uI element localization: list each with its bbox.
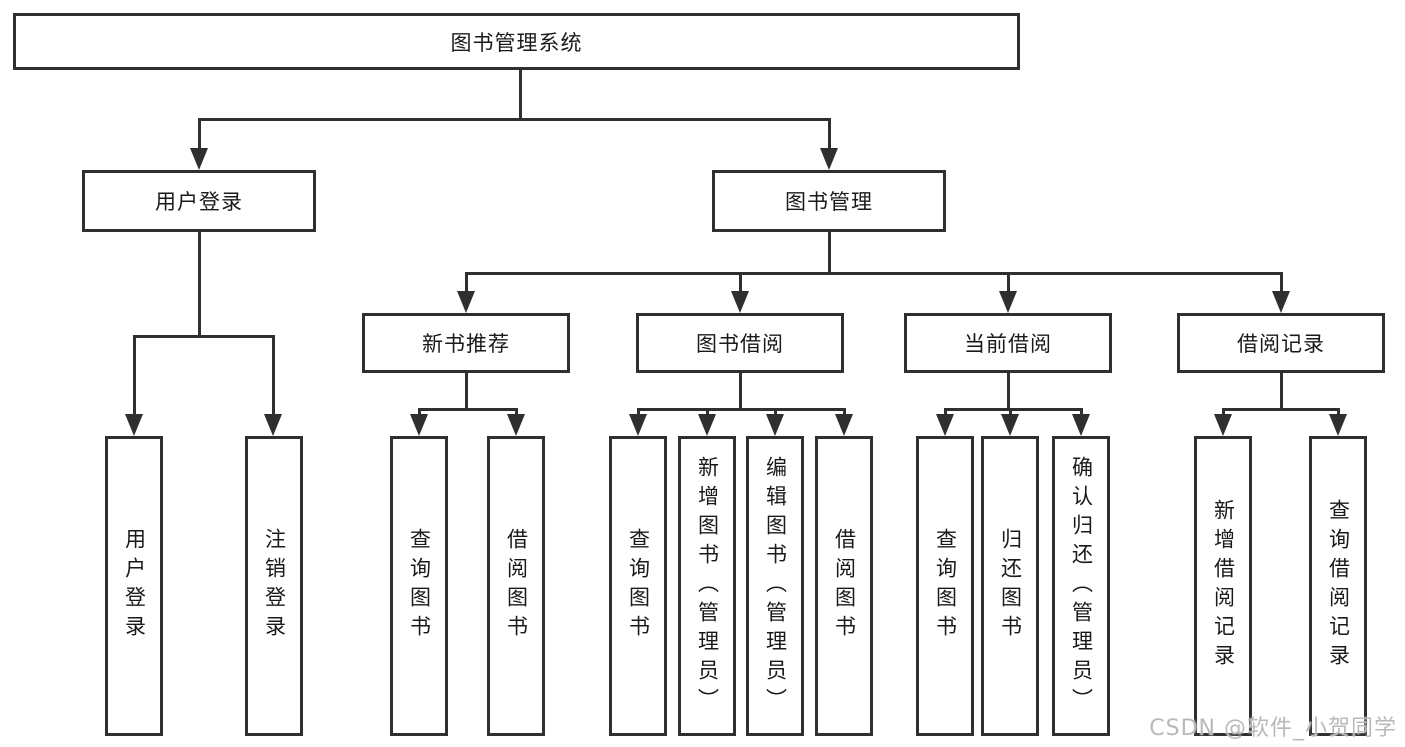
node-book-borrowing: 图书借阅 bbox=[636, 313, 844, 373]
leaf-add-book-admin: 新增图书（管理员） bbox=[678, 436, 736, 736]
leaf-edit-book-admin: 编辑图书（管理员） bbox=[746, 436, 804, 736]
connector-drop-leaf bbox=[1337, 408, 1340, 416]
connector-book-management-bus bbox=[465, 272, 1282, 275]
leaf-borrow-books-borrowing: 借阅图书 bbox=[815, 436, 873, 736]
node-user-login: 用户登录 bbox=[82, 170, 316, 232]
arrowhead-down bbox=[457, 291, 475, 313]
connector-drop-leaf bbox=[944, 408, 947, 416]
arrowhead-down bbox=[410, 414, 428, 436]
connector-book-borrowing-drop bbox=[739, 373, 742, 410]
arrowhead-down bbox=[1329, 414, 1347, 436]
arrowhead-down bbox=[1001, 414, 1019, 436]
connector-new-book-drop bbox=[465, 373, 468, 410]
leaf-confirm-return-admin: 确认归还（管理员） bbox=[1052, 436, 1110, 736]
arrowhead-down bbox=[999, 291, 1017, 313]
node-current-borrowing: 当前借阅 bbox=[904, 313, 1112, 373]
arrowhead-down bbox=[1272, 291, 1290, 313]
leaf-logout: 注销登录 bbox=[245, 436, 303, 736]
leaf-query-books-recommend: 查询图书 bbox=[390, 436, 448, 736]
leaf-add-borrow-record: 新增借阅记录 bbox=[1194, 436, 1252, 736]
connector-drop-current-borrowing bbox=[1007, 272, 1010, 294]
leaf-query-borrow-record: 查询借阅记录 bbox=[1309, 436, 1367, 736]
connector-drop-book-borrowing bbox=[739, 272, 742, 294]
connector-borrowing-records-bus bbox=[1222, 408, 1340, 411]
arrowhead-down bbox=[731, 291, 749, 313]
connector-drop-leaf bbox=[515, 408, 518, 416]
connector-new-book-bus bbox=[418, 408, 517, 411]
connector-drop-book-management bbox=[828, 118, 831, 150]
connector-drop-leaf bbox=[418, 408, 421, 416]
arrowhead-down bbox=[1072, 414, 1090, 436]
connector-drop-leaf bbox=[1009, 408, 1012, 416]
connector-root-bus bbox=[198, 118, 831, 121]
arrowhead-down bbox=[507, 414, 525, 436]
connector-drop-leaf bbox=[706, 408, 709, 416]
arrowhead-down bbox=[835, 414, 853, 436]
connector-book-management-drop bbox=[828, 232, 831, 274]
connector-book-borrowing-bus bbox=[637, 408, 845, 411]
leaf-borrow-books-recommend: 借阅图书 bbox=[487, 436, 545, 736]
connector-drop-leaf bbox=[133, 335, 136, 417]
connector-drop-leaf bbox=[843, 408, 846, 416]
connector-drop-leaf bbox=[272, 335, 275, 417]
arrowhead-down bbox=[820, 148, 838, 170]
connector-current-borrowing-drop bbox=[1007, 373, 1010, 410]
leaf-query-books-current: 查询图书 bbox=[916, 436, 974, 736]
leaf-return-books: 归还图书 bbox=[981, 436, 1039, 736]
arrowhead-down bbox=[264, 414, 282, 436]
csdn-watermark: CSDN @软件_小贺同学 bbox=[1149, 716, 1397, 741]
node-library-management-system: 图书管理系统 bbox=[13, 13, 1020, 70]
node-borrowing-records: 借阅记录 bbox=[1177, 313, 1385, 373]
arrowhead-down bbox=[936, 414, 954, 436]
connector-drop-leaf bbox=[774, 408, 777, 416]
node-book-management: 图书管理 bbox=[712, 170, 946, 232]
leaf-query-books-borrowing: 查询图书 bbox=[609, 436, 667, 736]
node-new-book-recommend: 新书推荐 bbox=[362, 313, 570, 373]
connector-drop-leaf bbox=[1080, 408, 1083, 416]
connector-drop-new-book bbox=[465, 272, 468, 294]
connector-drop-borrowing-records bbox=[1280, 272, 1283, 294]
connector-current-borrowing-bus bbox=[944, 408, 1082, 411]
arrowhead-down bbox=[125, 414, 143, 436]
connector-user-login-drop bbox=[198, 232, 201, 336]
connector-user-login-bus bbox=[133, 335, 275, 338]
arrowhead-down bbox=[766, 414, 784, 436]
connector-drop-user-login bbox=[198, 118, 201, 150]
leaf-user-login: 用户登录 bbox=[105, 436, 163, 736]
arrowhead-down bbox=[698, 414, 716, 436]
connector-root-drop bbox=[519, 70, 522, 121]
connector-drop-leaf bbox=[1222, 408, 1225, 416]
connector-borrowing-records-drop bbox=[1280, 373, 1283, 410]
arrowhead-down bbox=[190, 148, 208, 170]
connector-drop-leaf bbox=[637, 408, 640, 416]
arrowhead-down bbox=[629, 414, 647, 436]
arrowhead-down bbox=[1214, 414, 1232, 436]
